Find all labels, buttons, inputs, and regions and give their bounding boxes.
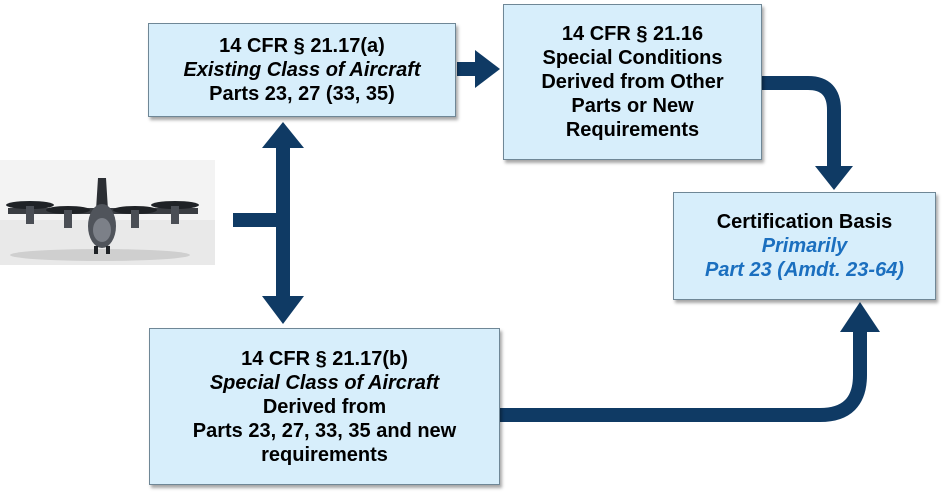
arrow-b-to-cb (500, 330, 867, 422)
special-conditions-box: 14 CFR § 21.16 Special Conditions Derive… (503, 4, 762, 160)
existing-class-rule: 14 CFR § 21.17(a) (219, 35, 385, 57)
existing-class-title: Existing Class of Aircraft (183, 59, 421, 81)
certification-basis-title: Certification Basis (716, 211, 893, 233)
special-conditions-line4: Parts or New (571, 95, 694, 117)
arrow-sc-to-cb (762, 76, 841, 168)
special-conditions-title: Special Conditions (542, 47, 723, 69)
certification-basis-part: Part 23 (Amdt. 23-64) (705, 259, 904, 281)
special-class-line4: Parts 23, 27, 33, 35 and new (192, 419, 457, 442)
special-class-rule: 14 CFR § 21.17(b) (241, 347, 408, 370)
special-conditions-rule: 14 CFR § 21.16 (561, 23, 704, 45)
special-class-line5: requirements (261, 443, 388, 466)
special-class-title: Special Class of Aircraft (209, 371, 440, 394)
special-conditions-line5: Requirements (565, 119, 700, 141)
special-conditions-line3: Derived from Other (541, 71, 724, 93)
special-class-box: 14 CFR § 21.17(b) Special Class of Aircr… (149, 328, 500, 485)
arrow-sc-to-cb-head (815, 166, 853, 190)
existing-class-box: 14 CFR § 21.17(a) Existing Class of Airc… (148, 23, 456, 117)
arrow-b-to-cb-head (840, 302, 880, 332)
arrowhead-up (262, 122, 304, 148)
certification-basis-primarily: Primarily (761, 235, 848, 257)
arrow-a-to-sc-head (475, 50, 500, 88)
certification-basis-box: Certification Basis Primarily Part 23 (A… (673, 192, 936, 300)
arrowhead-down (262, 296, 304, 324)
evtol-aircraft-image (0, 160, 215, 265)
existing-class-parts: Parts 23, 27 (33, 35) (209, 83, 395, 105)
special-class-line3: Derived from (262, 395, 387, 418)
